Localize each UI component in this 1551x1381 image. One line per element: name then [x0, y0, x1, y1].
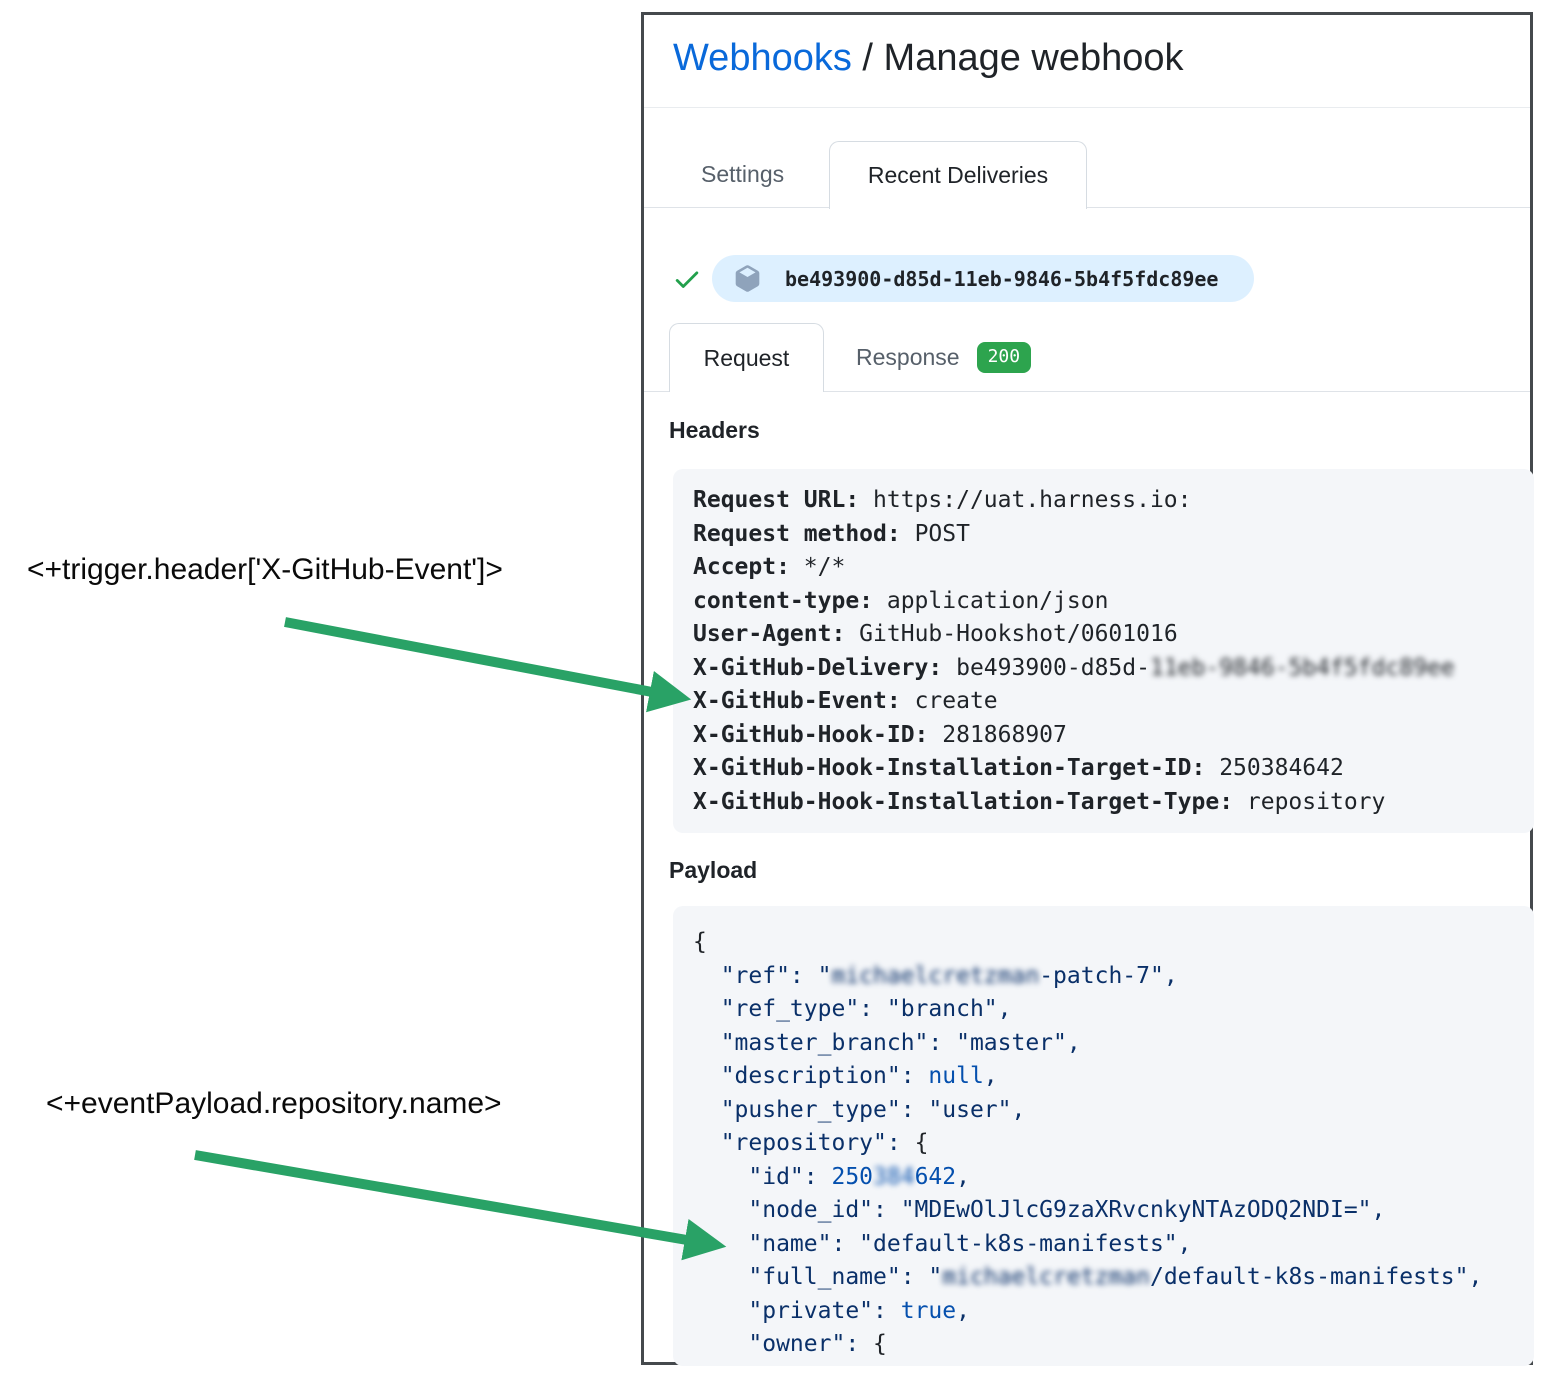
check-icon	[675, 271, 699, 288]
header-line: X-GitHub-Delivery: be493900-d85d-11eb-98…	[693, 654, 1455, 681]
payload-line: "full_name": "michaelcretzman/default-k8…	[693, 1264, 1483, 1290]
response-status-badge: 200	[976, 341, 1032, 373]
payload-line: "name": "default-k8s-manifests",	[693, 1230, 1192, 1257]
payload-line: "pusher_type": "user",	[693, 1096, 1026, 1123]
headers-code-block: Request URL: https://uat.harness.io: Requ…	[673, 469, 1534, 833]
headers-section-title: Headers	[669, 417, 760, 443]
payload-line: "id": 250384642,	[693, 1163, 970, 1190]
arrow-to-repository-name	[194, 1150, 727, 1261]
tab-settings[interactable]: Settings	[701, 160, 785, 187]
header-line: User-Agent: GitHub-Hookshot/0601016	[693, 621, 1178, 647]
header-line: content-type: application/json	[693, 587, 1109, 614]
tabbar-divider	[644, 207, 1530, 208]
payload-line: "description": null,	[693, 1063, 998, 1089]
package-icon	[735, 265, 760, 292]
title-divider	[644, 107, 1530, 108]
tab-request[interactable]: Request	[669, 323, 824, 392]
payload-line: "node_id": "MDEwOlJlcG9zaXRvcnkyNTAzODQ2…	[693, 1197, 1386, 1223]
header-line: X-GitHub-Hook-Installation-Target-Type: …	[693, 788, 1386, 815]
payload-code-block: { "ref": "michaelcretzman-patch-7", "ref…	[673, 906, 1534, 1366]
header-line: Request URL: https://uat.harness.io:	[693, 487, 1192, 513]
breadcrumb: Webhooks / Manage webhook	[673, 37, 1184, 80]
payload-line: "master_branch": "master",	[693, 1029, 1081, 1056]
page-title: Manage webhook	[883, 37, 1184, 79]
tab-response-label: Response	[856, 343, 960, 370]
delivery-guid-pill[interactable]: be493900-d85d-11eb-9846-5b4f5fdc89ee	[712, 255, 1255, 302]
manage-webhook-panel: Webhooks / Manage webhook Settings Recen…	[641, 12, 1534, 1366]
header-line: Accept: */*	[693, 554, 846, 580]
payload-line: "repository": {	[693, 1130, 929, 1156]
breadcrumb-separator: /	[851, 37, 884, 79]
payload-line: "private": true,	[693, 1297, 970, 1324]
annotation-event-payload-expression: <+eventPayload.repository.name>	[46, 1087, 502, 1120]
tab-response[interactable]: Response 200	[856, 323, 1032, 391]
payload-line: {	[693, 929, 707, 955]
webhooks-link[interactable]: Webhooks	[673, 37, 852, 79]
header-line: X-GitHub-Hook-Installation-Target-ID: 25…	[693, 755, 1344, 781]
arrow-to-github-event	[284, 617, 692, 713]
payload-line: "owner": {	[693, 1331, 887, 1357]
payload-line: "ref": "michaelcretzman-patch-7",	[693, 962, 1178, 989]
payload-section-title: Payload	[669, 857, 758, 883]
tab-recent-deliveries[interactable]: Recent Deliveries	[829, 141, 1087, 209]
subtabbar-divider	[644, 391, 1530, 392]
header-line: X-GitHub-Event: create	[693, 688, 998, 714]
header-line: X-GitHub-Hook-ID: 281868907	[693, 721, 1067, 748]
header-line: Request method: POST	[693, 520, 970, 547]
payload-line: "ref_type": "branch",	[693, 996, 1012, 1022]
annotation-trigger-header-expression: <+trigger.header['X-GitHub-Event']>	[27, 553, 503, 586]
delivery-guid: be493900-d85d-11eb-9846-5b4f5fdc89ee	[785, 266, 1219, 291]
